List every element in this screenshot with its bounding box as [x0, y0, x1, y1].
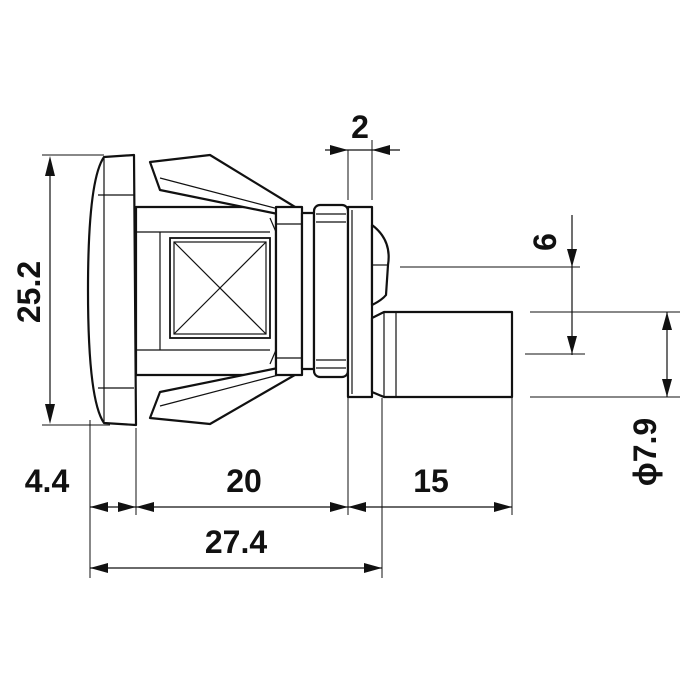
dimension-lines — [45, 145, 672, 573]
flange-dome — [370, 223, 390, 307]
upper-spring-clip — [148, 153, 302, 216]
lower-spring-clip — [148, 366, 302, 426]
dim-6-label: 6 — [527, 233, 563, 251]
flange-plate — [346, 205, 374, 399]
collar — [274, 203, 350, 379]
dim-25-2-label: 25.2 — [11, 261, 47, 323]
dim-2-label: 2 — [351, 109, 369, 145]
dim-15-label: 15 — [413, 463, 449, 499]
lock-cylinder-part — [86, 153, 514, 427]
shaft — [370, 310, 514, 399]
dim-20-label: 20 — [226, 463, 262, 499]
lock-body — [134, 205, 278, 377]
front-bezel — [86, 153, 138, 427]
extension-lines — [42, 140, 680, 578]
dim-27-4-label: 27.4 — [205, 524, 267, 560]
dim-4-4-label: 4.4 — [25, 463, 70, 499]
dimension-labels: 25.2 2 6 4.4 20 15 27.4 ϕ7.9 — [11, 109, 663, 560]
dim-phi-7-9-label: ϕ7.9 — [627, 418, 663, 486]
